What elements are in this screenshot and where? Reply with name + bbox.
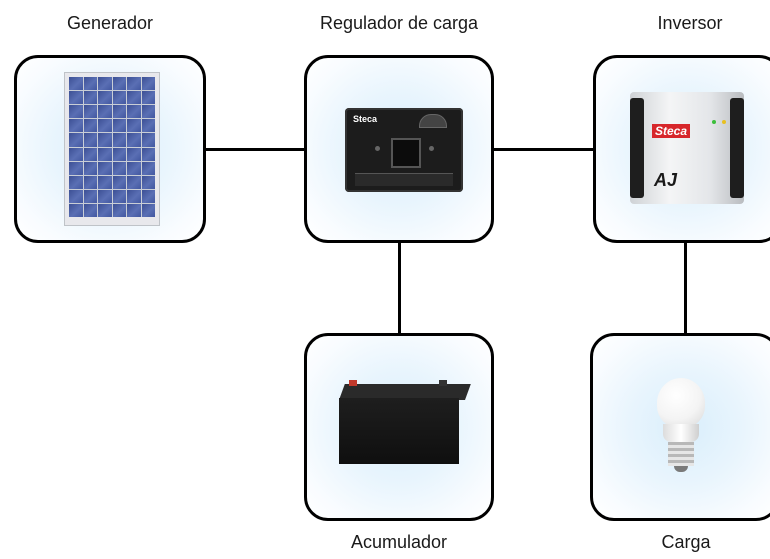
connector-generator-controller xyxy=(203,148,307,151)
node-inverter: Steca AJ xyxy=(593,55,770,243)
battery-icon xyxy=(339,380,471,464)
bulb-neck xyxy=(663,424,699,442)
light-bulb-icon xyxy=(651,378,711,478)
controller-led xyxy=(429,146,434,151)
controller-brand-logo: Steca xyxy=(353,114,378,124)
bulb-base xyxy=(668,442,694,466)
controller-led xyxy=(375,146,380,151)
controller-display xyxy=(419,114,447,128)
inverter-icon: Steca AJ xyxy=(630,92,744,204)
solar-panel-icon xyxy=(64,72,160,226)
inverter-led xyxy=(712,120,716,124)
inverter-endcap-right xyxy=(730,98,744,198)
label-inverter: Inversor xyxy=(657,13,723,33)
label-load: Carga xyxy=(661,532,711,552)
bulb-glass xyxy=(657,378,705,428)
node-charge-controller: Steca xyxy=(304,55,494,243)
battery-terminal-positive xyxy=(349,380,357,386)
connector-controller-battery xyxy=(398,240,401,336)
inverter-model-label: AJ xyxy=(654,170,678,190)
battery-terminal-negative xyxy=(439,380,447,386)
controller-terminals xyxy=(355,173,453,186)
inverter-endcap-left xyxy=(630,98,644,198)
label-charge-controller: Regulador de carga xyxy=(319,13,479,33)
node-load xyxy=(590,333,770,521)
node-battery xyxy=(304,333,494,521)
charge-controller-icon: Steca xyxy=(345,108,463,192)
connector-inverter-load xyxy=(684,240,687,336)
node-generator xyxy=(14,55,206,243)
battery-body xyxy=(339,398,459,464)
bulb-tip xyxy=(674,466,688,472)
connector-controller-inverter xyxy=(491,148,596,151)
label-battery: Acumulador xyxy=(350,532,448,552)
controller-window xyxy=(391,138,421,168)
label-generator: Generador xyxy=(66,13,154,33)
inverter-led xyxy=(722,120,726,124)
inverter-brand-logo: Steca xyxy=(652,124,691,138)
